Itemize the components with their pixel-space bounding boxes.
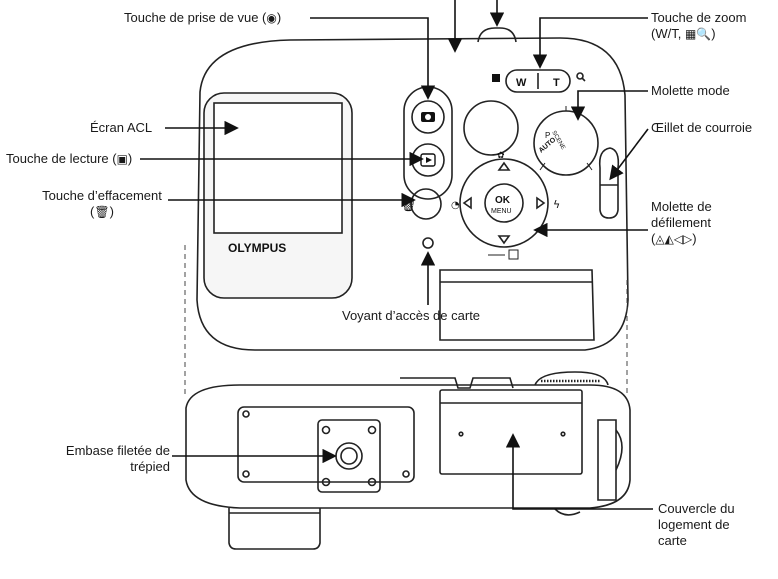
playback-label-tail: ) [127,151,133,166]
lcd-label: Écran ACL [90,120,153,135]
svg-text:✿: ✿ [497,151,505,161]
tripod-label-line2: trépied [130,459,170,474]
erase-icon: 🗑 [94,205,110,219]
lcd-screen [213,102,343,234]
scroll-label-tail: ) [692,231,697,246]
back-bottom-cover [439,269,595,341]
zoom-label-line2: (W/T, ▦🔍) [651,26,746,42]
erase-label-line1: Touche d’effacement [42,188,162,203]
callout-lines [140,0,653,510]
lens-barrel [228,508,321,550]
shooting-label-tail: ) [276,10,282,25]
mode-p-label: P [545,131,550,140]
strap-eyelet-label: Œillet de courroie [651,120,753,135]
scroll-wheel-label: Molette de défilement (◬◭◁▷) [651,199,712,247]
card-cover-label: Couvercle du logement de carte [658,501,735,549]
card-access-lamp [422,237,434,249]
card-cover-line1: Couvercle du [658,501,735,516]
strap-callout-line [609,128,649,181]
brand-logo: OLYMPUS [228,241,286,255]
arrow-pad [459,158,549,248]
zoom-t-label: T [553,77,560,89]
card-cover-callout-line [505,433,653,510]
zoom-lever [505,69,571,93]
button-pod [403,86,453,200]
svg-text:ϟ: ϟ [553,198,560,211]
camera-back-view: ✿ ◔ ϟ 🗑 [196,27,629,351]
zoom-callout-line [532,17,648,69]
erase-label-line2: (🗑) [38,204,166,220]
erase-label-tail: ) [109,204,114,219]
tripod-socket-label: Embase filetée de trépied [30,443,170,475]
mode-dial-label: Molette mode [651,83,730,98]
bottom-mode-dial-edge [534,371,609,386]
playback-icon: ▣ [116,152,128,166]
shooting-button-label: Touche de prise de vue (◉) [124,10,281,26]
guide-lines [184,245,628,398]
svg-text:◔: ◔ [451,200,460,211]
shooting-mode-icon: ◉ [266,11,277,25]
erase-label-text: ( [90,204,95,219]
zoom-w-label: W [516,77,527,89]
zoom-label-text: (W/T, [651,26,685,41]
card-cover-line3: carte [658,533,687,548]
shutter-button-top [477,27,517,43]
playback-label-text: Touche de lecture ( [6,151,117,166]
card-slot-cover [439,389,583,475]
zoom-label-line1: Touche de zoom [651,10,747,25]
camera-body-outline [196,37,629,351]
tripod-label-line1: Embase filetée de [65,443,170,458]
zoom-label-tail: ) [711,26,716,41]
scroll-label-line3: (◬◭◁▷) [651,231,712,247]
bottom-left-panel [237,406,415,483]
card-access-lamp-label: Voyant d’accès de carte [342,308,481,323]
tripod-socket [335,442,363,470]
erase-button-label: Touche d’effacement (🗑) [38,188,166,220]
shooting-callout-line [310,17,436,100]
scroll-label-text: ( [651,231,656,246]
scroll-arrows-icon: ◬◭◁▷ [655,232,693,246]
ok-label: OK [495,195,511,206]
scroll-label-line1: Molette de [651,199,712,214]
mode-callout-line [570,90,648,121]
zoom-icons: ▦🔍 [684,27,712,41]
speaker-grille [463,100,519,156]
shooting-button [411,100,445,134]
bottom-body-outline [185,384,631,509]
scroll-label-line2: défilement [651,215,711,230]
menu-label: MENU [491,208,512,215]
zoom-button-label: Touche de zoom (W/T, ▦🔍) [651,10,746,42]
shooting-label-text: Touche de prise de vue ( [124,10,267,25]
playback-button-label: Touche de lecture (▣) [6,151,132,167]
camera-bottom-view [185,371,631,550]
card-cover-line2: logement de [658,517,730,532]
ok-menu-button [484,183,524,223]
